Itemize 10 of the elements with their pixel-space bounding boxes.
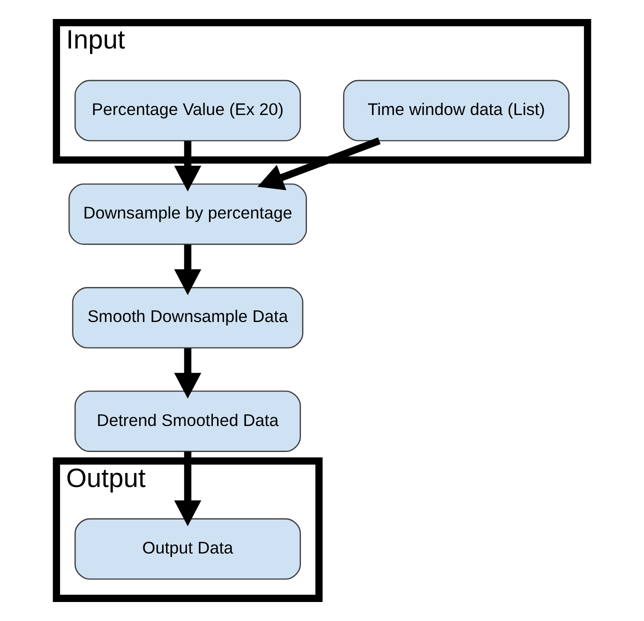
node-box: Detrend Smoothed Data — [74, 390, 301, 452]
arrow — [174, 244, 202, 296]
node-box: Time window data (List) — [343, 80, 570, 142]
node-box: Output Data — [74, 518, 301, 580]
node-box: Percentage Value (Ex 20) — [74, 80, 301, 142]
arrow — [174, 452, 202, 526]
arrow — [174, 141, 202, 192]
node-box: Smooth Downsample Data — [72, 287, 304, 348]
node-box: Downsample by percentage — [68, 183, 307, 245]
arrow — [174, 348, 202, 399]
